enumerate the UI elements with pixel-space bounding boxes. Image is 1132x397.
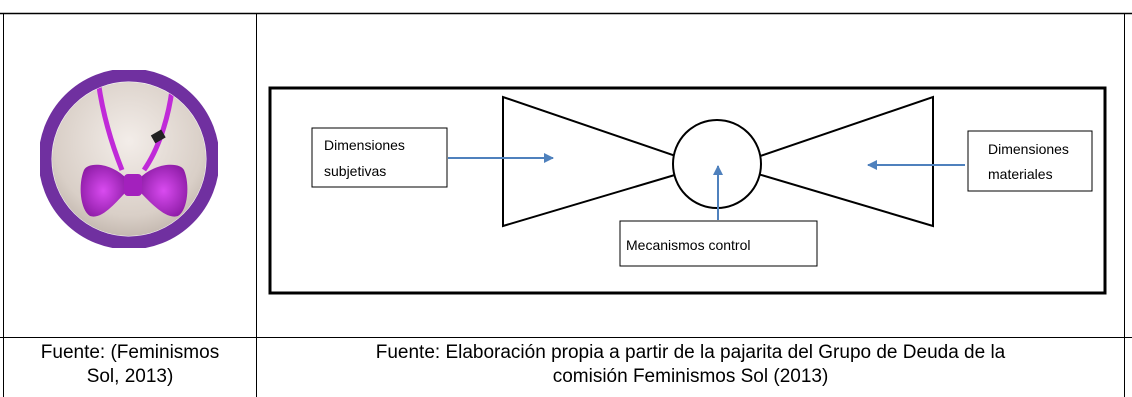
photo-ring — [40, 70, 218, 248]
left-caption-line-2: Sol, 2013) — [86, 366, 174, 387]
bowtie-photo — [40, 70, 218, 248]
bowtie-knot — [124, 174, 142, 196]
right-box-line-1: Dimensiones — [988, 141, 1069, 157]
bottom-control-box — [619, 220, 818, 267]
right-caption-line-1: Fuente: Elaboración propia a partir de l… — [375, 342, 1006, 363]
bowtie-shape-left — [502, 95, 709, 228]
left-caption-line-1: Fuente: (Feminismos — [40, 342, 220, 363]
left-dimension-box — [311, 127, 448, 188]
bowtie-strap — [95, 82, 125, 171]
left-box-line-2: subjetivas — [324, 163, 386, 179]
right-dimension-box — [967, 130, 1093, 192]
left-box-line-1: Dimensiones — [324, 137, 405, 153]
bowtie-diagram: Dimensiones subjetivas Dimensiones mater… — [268, 86, 1107, 295]
bowtie-shape-right — [727, 95, 934, 228]
bottom-box-label: Mecanismos control — [626, 237, 751, 253]
bowtie-left-wing — [80, 164, 126, 217]
right-box-line-2: materiales — [988, 166, 1053, 182]
diagram-frame — [268, 86, 1107, 295]
bowtie-right-wing — [140, 164, 188, 217]
right-caption-line-2: comisión Feminismos Sol (2013) — [552, 366, 829, 387]
